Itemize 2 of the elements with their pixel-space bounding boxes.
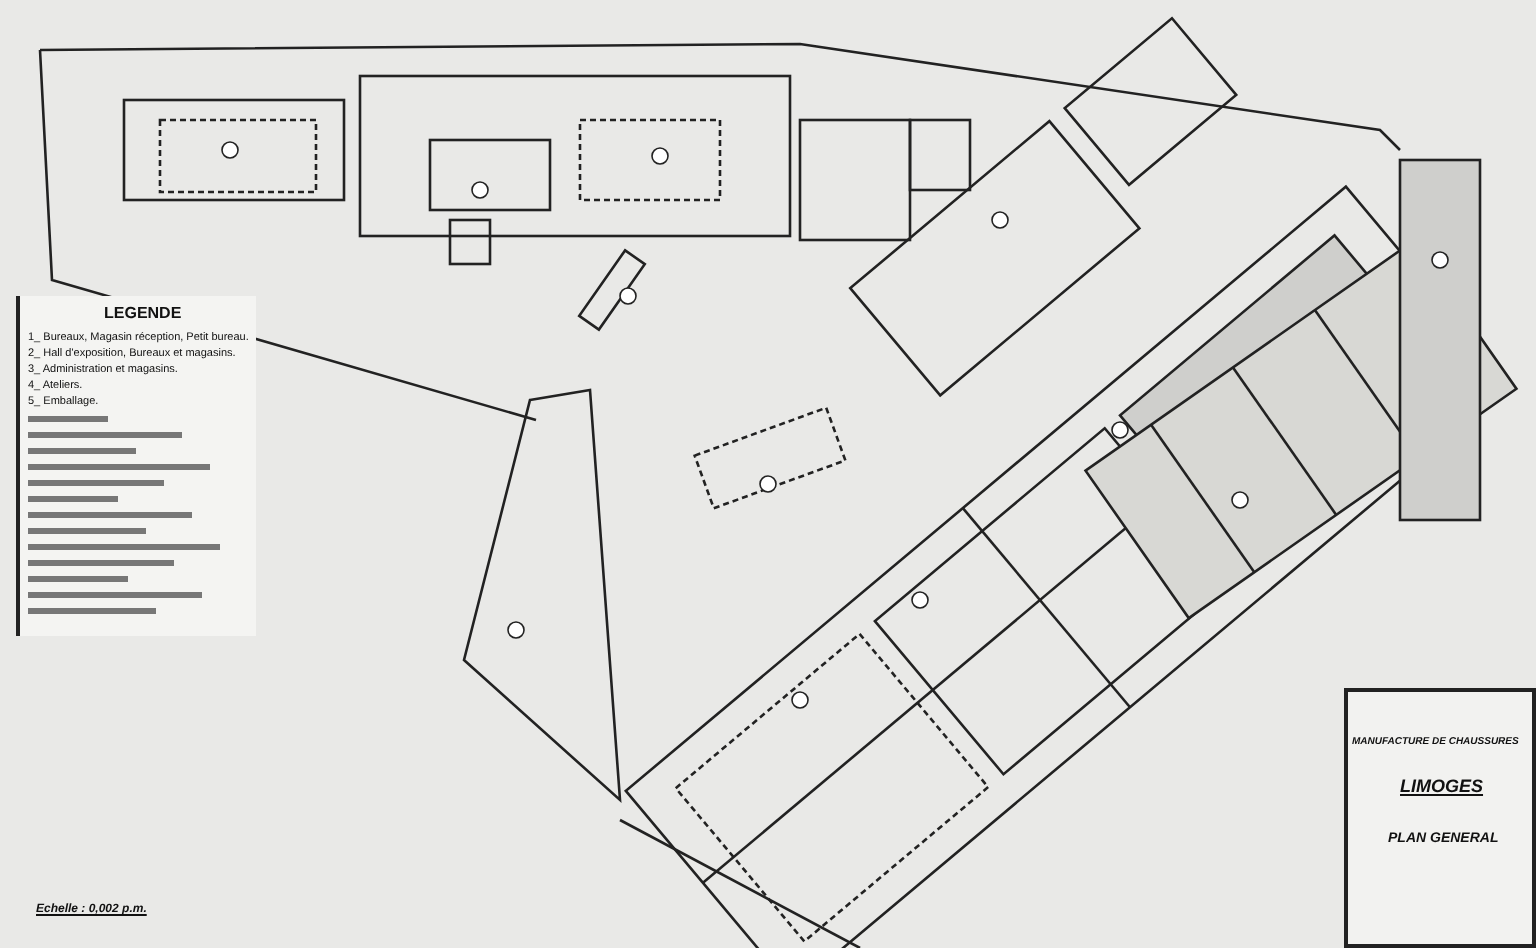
place-name: LIMOGES xyxy=(1400,776,1484,796)
legend-heading: LEGENDE xyxy=(104,304,182,322)
